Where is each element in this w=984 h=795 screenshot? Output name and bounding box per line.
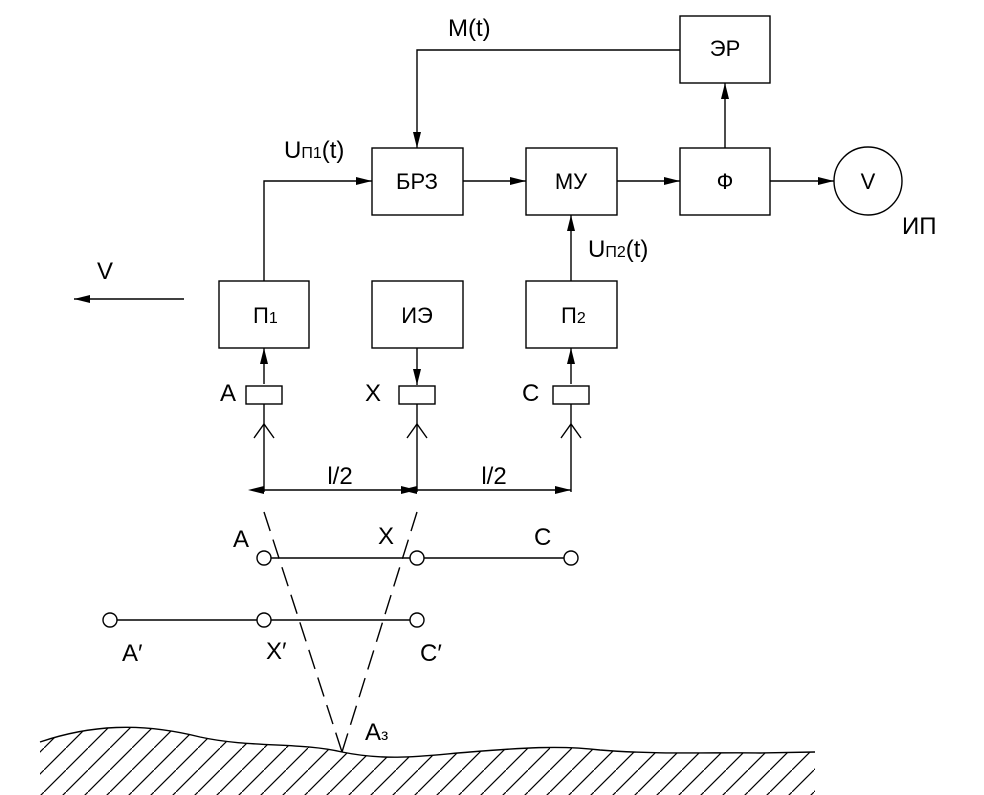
position-x2-label: X′ [266,638,287,665]
voltmeter-label: V [861,169,876,194]
sensor-c-label: C [522,380,539,407]
block-er: ЭР [679,15,771,84]
ground [39,726,816,795]
block-p2: П2 [525,280,618,349]
signal-up1-label: UП1(t) [284,137,344,164]
block-brz: БРЗ [371,147,464,216]
block-p1-label: П1 [253,303,278,328]
voltmeter: V [833,146,903,216]
position-a-label: A [233,526,249,553]
position-c2-label: C′ [420,640,442,667]
block-er-label: ЭР [710,36,741,61]
position-x-label: X [378,523,394,550]
block-mu: МУ [525,147,618,216]
dimension-left-label: l/2 [327,463,352,490]
block-p2-label: П2 [561,303,586,328]
position-c-label: C [534,524,551,551]
dimension-right-label: l/2 [481,463,506,490]
position-row-1 [256,550,579,566]
block-mu-label: МУ [555,169,588,194]
sensor-x [398,348,436,492]
block-f-label: Ф [717,169,734,194]
sensor-c [552,348,590,492]
arrow-er-to-brz [413,49,680,148]
sight-line-left [263,511,343,753]
block-p1-subscript: 1 [269,310,278,327]
sensor-x-label: X [365,380,381,407]
signal-up2-label: UП2(t) [588,236,648,263]
block-p2-subscript: 2 [577,310,586,327]
block-f: Ф [679,147,771,216]
sight-line-right [341,511,418,753]
arrow-p1-to-brz [263,177,372,281]
position-a2-label: A′ [122,640,143,667]
ip-label: ИП [902,213,937,240]
block-ie-label: ИЭ [401,303,433,328]
block-brz-label: БРЗ [396,169,438,194]
target-label: Aз [365,719,388,746]
velocity-label: V [97,258,113,285]
block-p1: П1 [218,280,310,349]
block-ie: ИЭ [371,280,464,349]
signal-m-label: M(t) [448,15,491,42]
sensor-a [245,348,283,492]
sensor-a-label: A [220,380,236,407]
position-row-2 [102,612,425,628]
